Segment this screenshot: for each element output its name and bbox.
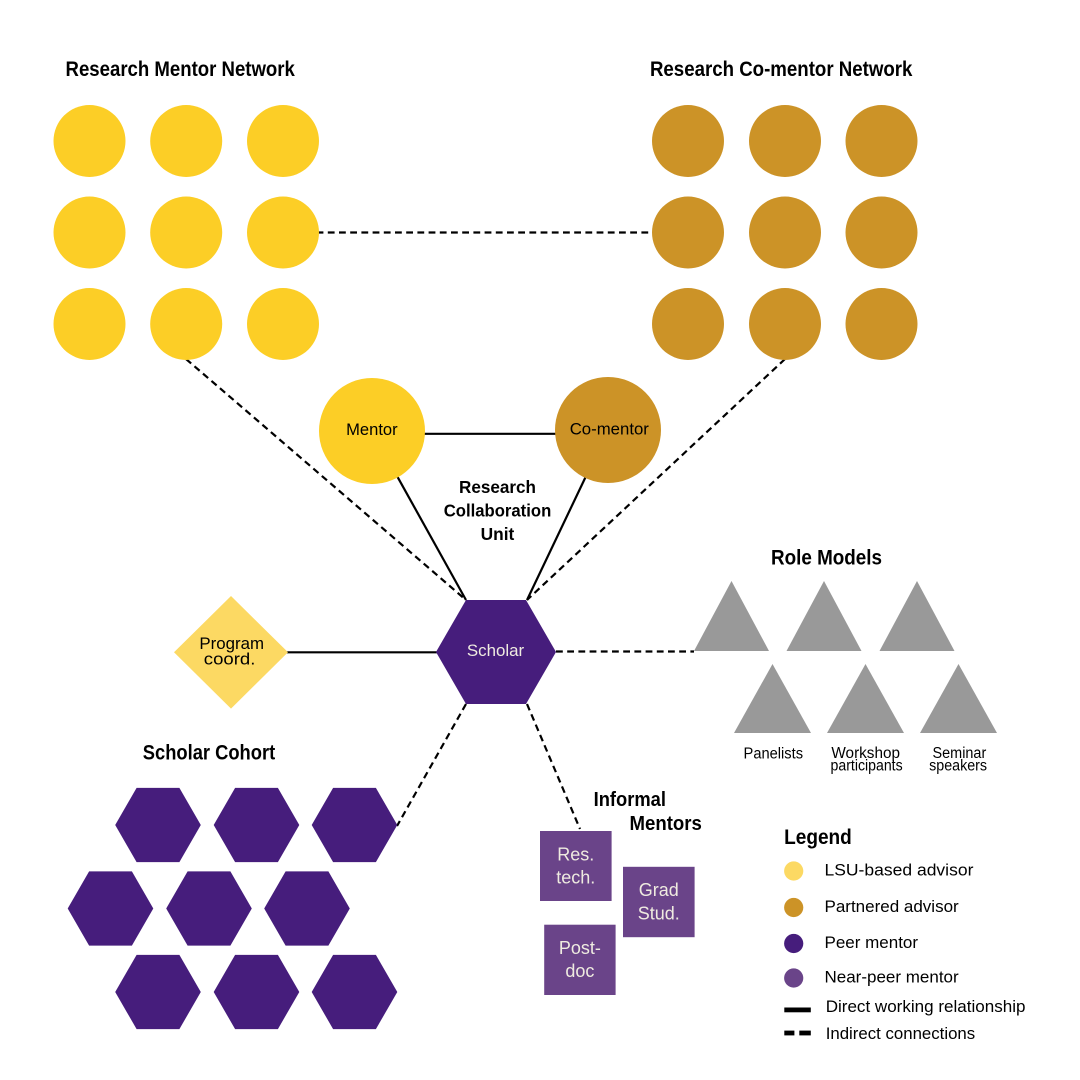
svg-text:Legend: Legend [784, 826, 852, 849]
svg-text:Peer mentor: Peer mentor [825, 933, 919, 952]
svg-text:Direct working relationship: Direct working relationship [826, 997, 1026, 1016]
svg-text:Panelists: Panelists [744, 746, 804, 763]
svg-text:Research: Research [459, 477, 536, 497]
svg-text:Workshop: Workshop [831, 745, 900, 762]
svg-text:Scholar Cohort: Scholar Cohort [143, 742, 275, 765]
svg-text:Grad: Grad [639, 880, 679, 900]
svg-text:Res.: Res. [557, 844, 594, 864]
svg-text:tech.: tech. [556, 868, 595, 888]
svg-text:speakers: speakers [929, 757, 987, 774]
svg-text:Mentor: Mentor [346, 420, 398, 439]
svg-text:Research Mentor Network: Research Mentor Network [66, 58, 296, 81]
svg-text:Informal: Informal [594, 788, 666, 811]
svg-text:coord.: coord. [204, 649, 256, 668]
svg-text:Research Co-mentor Network: Research Co-mentor Network [650, 58, 913, 81]
svg-text:Post-: Post- [559, 938, 601, 958]
svg-text:Scholar: Scholar [467, 641, 525, 660]
svg-text:Program: Program [199, 634, 264, 653]
svg-text:Co-mentor: Co-mentor [570, 420, 650, 439]
svg-text:Partnered advisor: Partnered advisor [825, 897, 960, 916]
svg-text:Unit: Unit [481, 524, 515, 544]
svg-text:Collaboration: Collaboration [444, 501, 552, 521]
svg-text:participants: participants [831, 757, 903, 774]
svg-text:Role Models: Role Models [771, 547, 882, 570]
svg-text:Near-peer mentor: Near-peer mentor [825, 967, 960, 986]
svg-text:Stud.: Stud. [638, 903, 680, 923]
svg-text:doc: doc [565, 961, 594, 981]
svg-text:Mentors: Mentors [630, 812, 702, 835]
svg-text:Seminar: Seminar [933, 745, 987, 762]
svg-text:LSU-based advisor: LSU-based advisor [825, 861, 974, 880]
svg-text:Indirect connections: Indirect connections [826, 1024, 976, 1043]
